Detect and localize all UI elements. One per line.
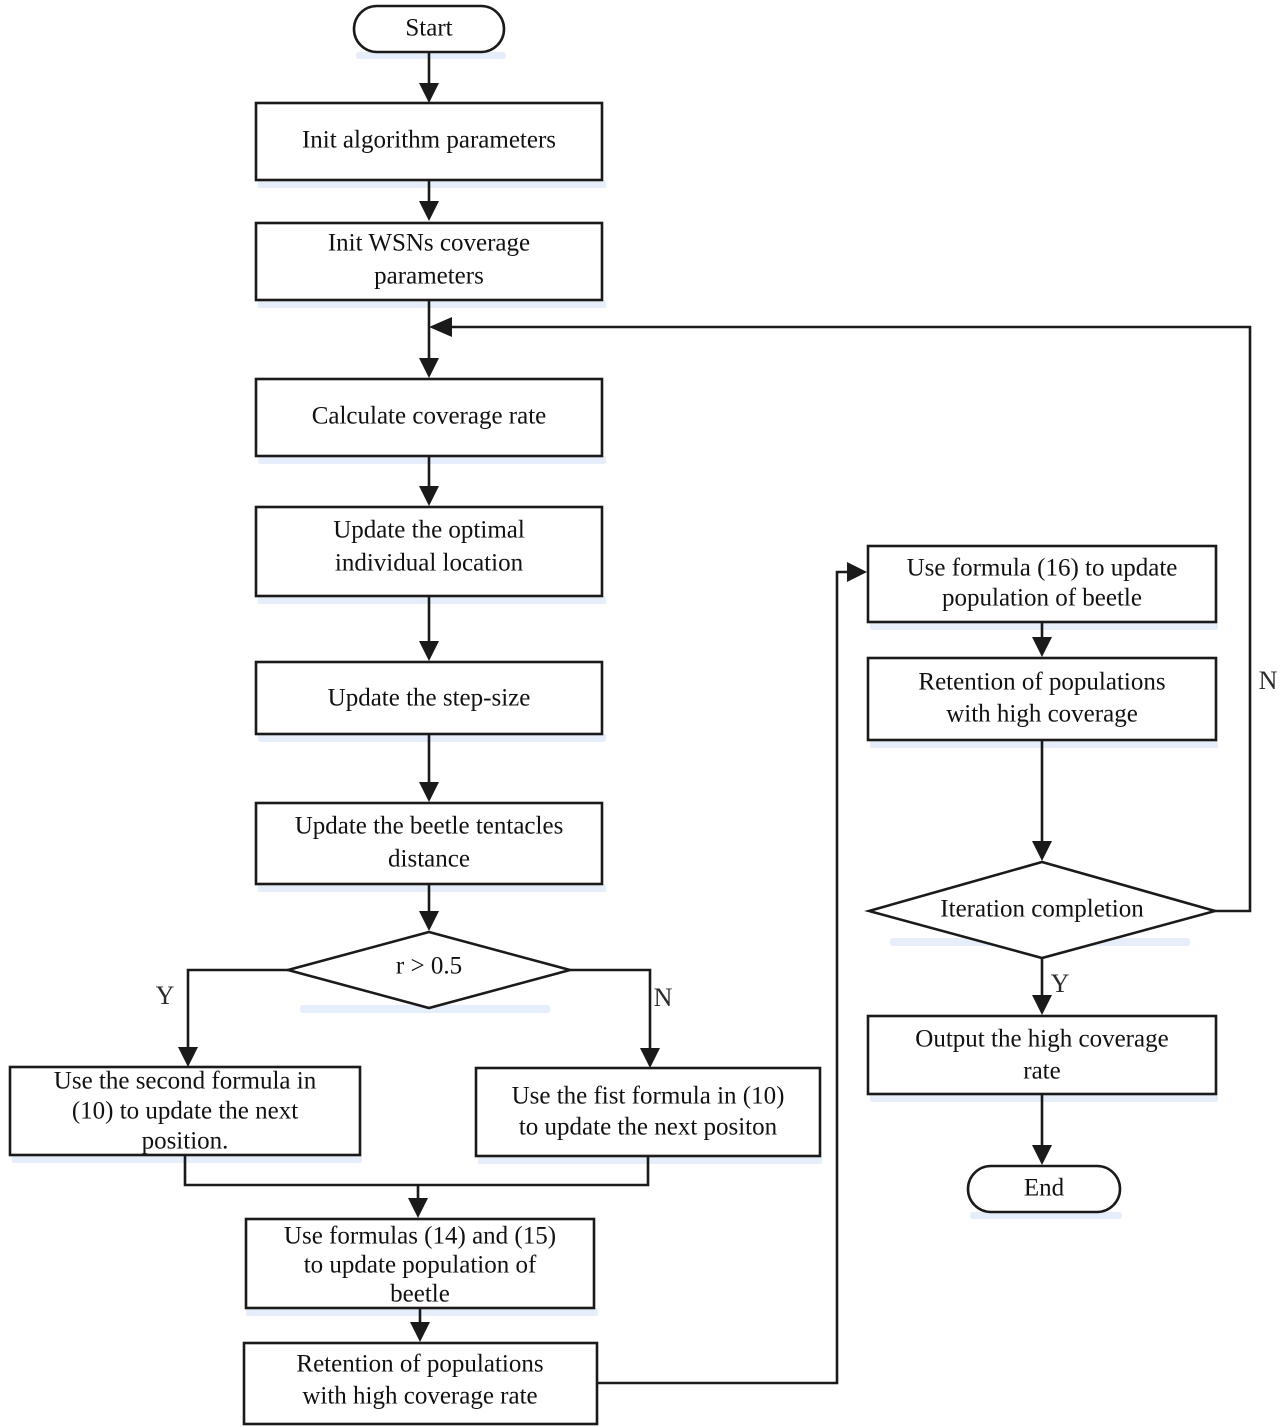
connector-init-wsn-to-calculate [419,300,439,378]
init-wsn-label-line1: Init WSNs coverage [328,230,530,257]
formulas-14-15-label-line3: beetle [390,1281,450,1308]
node-update-optimal-individual-location[interactable]: Update the optimal individual location [254,505,604,598]
node-init-algorithm-parameters[interactable]: Init algorithm parameters [254,101,604,182]
node-decision-iteration-completion[interactable]: Iteration completion [864,860,1220,960]
retention-right-label-line1: Retention of populations [918,669,1165,696]
end-label: End [1024,1175,1065,1202]
connector-branches-merge-to-formulas [183,1155,650,1218]
formula-16-label-line1: Use formula (16) to update [907,555,1178,582]
connector-retention-left-to-formula-16 [597,562,867,1385]
update-tentacles-box [254,801,604,886]
connector-step-size-to-tentacles [419,734,439,802]
formulas-14-15-label-line2: to update population of [304,1252,537,1279]
box-shadows [12,52,1218,1316]
node-decision-r-greater-than-point-five[interactable]: r > 0.5 [283,930,575,1010]
connector-decision-iteration-no [440,325,1252,913]
update-tentacles-label-line2: distance [388,846,470,873]
node-update-beetle-tentacles-distance[interactable]: Update the beetle tentacles distance [254,801,604,886]
connector-decision-r-no [570,968,660,1068]
end-terminator-shape [966,1164,1122,1214]
node-retention-high-coverage[interactable]: Retention of populations with high cover… [866,656,1218,742]
edge-label-r-yes: Y [156,981,175,1010]
connector-retention-right-to-decision-iteration [1032,740,1052,861]
edge-label-r-no: N [654,983,673,1012]
node-start[interactable]: Start [352,4,506,54]
connector-init-algorithm-to-init-wsn [419,180,439,221]
formulas-14-15-label-line1: Use formulas (14) and (15) [284,1223,556,1250]
first-formula-label-line2: to update the next positon [519,1114,778,1141]
init-algorithm-label: Init algorithm parameters [302,127,556,154]
second-formula-label-line3: position. [142,1128,229,1155]
start-terminator-shape [352,4,506,54]
formula-16-box [866,544,1218,624]
second-formula-label-line2: (10) to update the next [72,1098,298,1125]
connector-output-to-end [1032,1094,1052,1165]
retention-right-box [866,656,1218,742]
node-init-wsn-coverage-parameters[interactable]: Init WSNs coverage parameters [254,221,604,302]
edge-label-iteration-no: N [1259,666,1278,695]
retention-left-label-line2: with high coverage rate [302,1383,537,1410]
connector-tentacles-to-decision-r [419,884,439,931]
calculate-coverage-label: Calculate coverage rate [312,403,547,430]
edge-label-iteration-yes: Y [1051,969,1070,998]
first-formula-box [474,1066,822,1158]
update-step-size-box [254,660,604,736]
decision-iteration-label: Iteration completion [940,896,1144,923]
decision-r-label: r > 0.5 [396,953,462,980]
start-label: Start [405,15,452,42]
formulas-14-15-box [244,1217,596,1310]
decision-r-diamond [283,930,575,1010]
formula-16-label-line2: population of beetle [942,585,1142,612]
second-formula-label-line1: Use the second formula in [54,1068,317,1095]
output-box [866,1014,1218,1096]
retention-left-box [242,1341,599,1426]
connector-decision-iteration-yes [1032,958,1052,1015]
node-use-formulas-14-15[interactable]: Use formulas (14) and (15) to update pop… [244,1217,596,1310]
connectors [178,52,1252,1385]
output-label-line2: rate [1023,1058,1060,1085]
init-wsn-box [254,221,604,302]
first-formula-label-line1: Use the fist formula in (10) [512,1083,785,1110]
update-step-size-label: Update the step-size [328,685,531,712]
node-end[interactable]: End [966,1164,1122,1214]
update-tentacles-label-line1: Update the beetle tentacles [295,813,564,840]
second-formula-box [8,1065,362,1157]
update-optimal-label-line1: Update the optimal [333,517,525,544]
retention-right-label-line2: with high coverage [946,701,1138,728]
connector-formula-16-to-retention-right [1032,622,1052,657]
connector-start-to-init-algorithm [419,52,439,103]
init-wsn-label-line2: parameters [374,263,484,290]
node-use-formula-16[interactable]: Use formula (16) to update population of… [866,544,1218,624]
node-use-second-formula[interactable]: Use the second formula in (10) to update… [8,1065,362,1157]
node-use-first-formula[interactable]: Use the fist formula in (10) to update t… [474,1066,822,1158]
connector-decision-r-yes [178,968,288,1067]
retention-left-label-line1: Retention of populations [296,1351,543,1378]
node-update-step-size[interactable]: Update the step-size [254,660,604,736]
node-calculate-coverage-rate[interactable]: Calculate coverage rate [254,377,604,458]
output-label-line1: Output the high coverage [915,1026,1168,1053]
update-optimal-box [254,505,604,598]
calculate-coverage-box [254,377,604,458]
connector-update-optimal-to-step-size [419,596,439,661]
decision-iteration-diamond [864,860,1220,960]
init-algorithm-box [254,101,604,182]
update-optimal-label-line2: individual location [335,550,524,577]
connector-calculate-to-update-optimal [419,456,439,506]
connector-formulas-to-retention-left [410,1308,430,1342]
node-retention-high-coverage-rate[interactable]: Retention of populations with high cover… [242,1341,599,1426]
node-output-high-coverage-rate[interactable]: Output the high coverage rate [866,1014,1218,1096]
